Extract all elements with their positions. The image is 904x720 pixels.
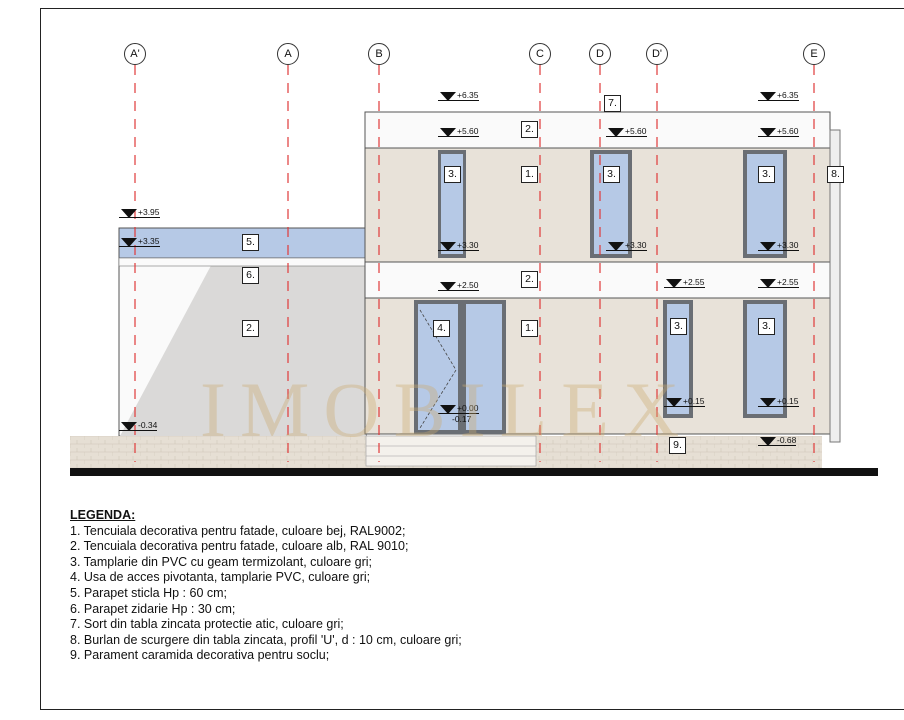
material-tag: 3.	[603, 166, 620, 183]
legend-item: 2. Tencuiala decorativa pentru fatade, c…	[70, 539, 409, 554]
material-tag: 4.	[433, 320, 450, 337]
elevation-mark: -0.17	[452, 414, 472, 424]
elevation-mark: +2.50	[438, 280, 479, 291]
material-tag: 5.	[242, 234, 259, 251]
axis-bubble: D'	[646, 43, 668, 65]
legend-item: 5. Parapet sticla Hp : 60 cm;	[70, 585, 228, 600]
material-tag: 6.	[242, 267, 259, 284]
elevation-mark: +0.15	[758, 396, 799, 407]
shadow-diagonal	[120, 258, 366, 436]
elevation-mark: +2.55	[664, 277, 705, 288]
elevation-mark: +5.60	[758, 126, 799, 137]
drawing-frame	[40, 8, 904, 710]
axis-bubble: B	[368, 43, 390, 65]
window-upper-2	[590, 150, 632, 258]
legend-title: LEGENDA:	[70, 508, 136, 522]
material-tag: 3.	[758, 318, 775, 335]
material-tag: 1.	[521, 320, 538, 337]
elevation-mark: -0.34	[119, 420, 158, 431]
elevation-mark: +3.35	[119, 236, 160, 247]
material-tag: 3.	[758, 166, 775, 183]
material-tag: 2.	[242, 320, 259, 337]
downpipe	[829, 129, 841, 443]
elevation-mark: +6.35	[758, 90, 799, 101]
legend: LEGENDA: 1. Tencuiala decorativa pentru …	[70, 508, 462, 664]
ground-line	[70, 468, 878, 476]
floor-band	[364, 261, 831, 299]
legend-item: 3. Tamplarie din PVC cu geam termizolant…	[70, 554, 372, 569]
elevation-mark: +5.60	[438, 126, 479, 137]
elevation-mark: +0.15	[664, 396, 705, 407]
axis-bubble: E	[803, 43, 825, 65]
material-tag: 3.	[670, 318, 687, 335]
elevation-mark: +6.35	[438, 90, 479, 101]
legend-item: 7. Sort din tabla zincata protectie atic…	[70, 617, 344, 632]
elevation-mark: +5.60	[606, 126, 647, 137]
elevation-mark: -0.68	[758, 435, 797, 446]
legend-item: 1. Tencuiala decorativa pentru fatade, c…	[70, 523, 406, 538]
elevation-mark: +3.30	[758, 240, 799, 251]
material-tag: 8.	[827, 166, 844, 183]
material-tag: 1.	[521, 166, 538, 183]
elevation-mark: +2.55	[758, 277, 799, 288]
legend-item: 4. Usa de acces pivotanta, tamplarie PVC…	[70, 570, 371, 585]
material-tag: 7.	[604, 95, 621, 112]
axis-bubble: A'	[124, 43, 146, 65]
legend-item: 8. Burlan de scurgere din tabla zincata,…	[70, 632, 462, 647]
elevation-mark: +3.30	[606, 240, 647, 251]
legend-item: 9. Parament caramida decorativa pentru s…	[70, 648, 330, 663]
material-tag: 2.	[521, 271, 538, 288]
material-tag: 2.	[521, 121, 538, 138]
elevation-mark: +3.95	[119, 207, 160, 218]
material-tag: 9.	[669, 437, 686, 454]
entrance-steps	[365, 435, 537, 467]
legend-item: 6. Parapet zidarie Hp : 30 cm;	[70, 601, 236, 616]
axis-lines	[134, 65, 815, 462]
axis-bubble: C	[529, 43, 551, 65]
elevation-mark: +3.30	[438, 240, 479, 251]
elevation-mark: +0.00	[438, 403, 479, 414]
axis-bubble: A	[277, 43, 299, 65]
annotation-layer: A' A B C D D' E +6.35 +6.35 +5.60 +5.60 …	[119, 43, 844, 454]
material-tag: 3.	[444, 166, 461, 183]
axis-bubble: D	[589, 43, 611, 65]
